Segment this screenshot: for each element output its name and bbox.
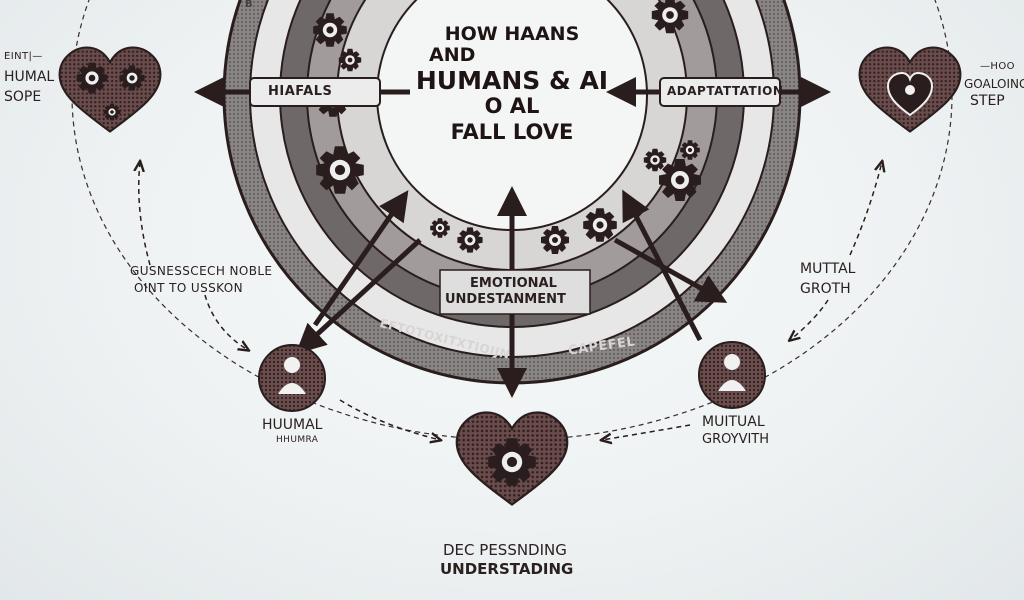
- center-title: HOW HAANS AND HUMANS & AI O AL FALL LOVE: [405, 22, 619, 145]
- title-line-4: O AL: [405, 95, 619, 119]
- title-line-2: AND: [405, 45, 619, 66]
- person-node-right: [699, 342, 765, 408]
- left-side-tick: EINT|—: [4, 52, 43, 63]
- title-line-1: HOW HAANS: [405, 24, 619, 45]
- center-lower-line-2: UNDESTANMENT: [445, 293, 566, 307]
- person-node-left: [259, 345, 325, 411]
- left-mid-line-1: GUSNESSCECH NOBLE: [130, 265, 272, 278]
- ring-label-top-left: B: [245, 0, 253, 11]
- bottom-line-2: UNDERSTADING: [440, 562, 573, 578]
- flow-right-down: [790, 300, 828, 340]
- flow-left-up: [139, 162, 150, 265]
- right-mid-line-2: GROTH: [800, 282, 851, 297]
- node-left-line-2: HHUMRA: [276, 436, 318, 445]
- bottom-line-1: DEC PESSNDING: [443, 543, 567, 559]
- heart-icon-center: [905, 85, 915, 95]
- title-line-5: FALL LOVE: [405, 121, 619, 145]
- arrow-label-right: ADAPTATTATION: [667, 85, 783, 98]
- flow-bottom-right: [602, 425, 690, 440]
- right-side-tick: —HOO: [980, 62, 1015, 73]
- center-lower-line-1: EMOTIONAL: [470, 277, 557, 291]
- flow-right-up: [850, 162, 882, 255]
- left-side-title-2: SOPE: [4, 90, 41, 105]
- flow-left-down: [205, 295, 248, 350]
- right-side-title-2: STEP: [970, 94, 1005, 109]
- arrow-label-left: HIAFALS: [268, 85, 332, 99]
- left-side-title-1: HUMAL: [4, 70, 54, 85]
- right-side-title-1: GOALOING: [964, 78, 1024, 91]
- right-mid-line-1: MUTTAL: [800, 262, 855, 277]
- node-left-line-1: HUUMAL: [262, 418, 322, 433]
- node-right-line-2: GROYVITH: [702, 433, 769, 447]
- left-mid-line-2: OINT TO USSKON: [134, 282, 243, 295]
- flow-bottom-left: [340, 400, 440, 440]
- title-line-3: HUMANS & AI: [405, 67, 619, 95]
- node-right-line-1: MUITUAL: [702, 415, 765, 430]
